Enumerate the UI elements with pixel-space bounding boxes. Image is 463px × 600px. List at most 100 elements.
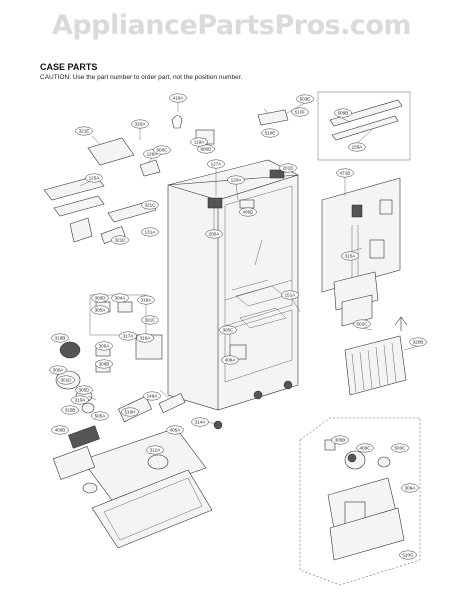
callout-bubble: 300A bbox=[49, 365, 67, 375]
callout-bubble: 405A bbox=[166, 425, 184, 435]
callout-bubble: 320A bbox=[131, 119, 149, 129]
condenser-coil bbox=[344, 316, 408, 396]
callout-label: 201D bbox=[283, 166, 295, 171]
callout-label: 310A bbox=[75, 398, 87, 403]
callout-bubble: 309A bbox=[401, 483, 419, 493]
callout-label: 406B bbox=[55, 428, 66, 433]
callout-bubble: 316A bbox=[136, 333, 154, 343]
callout-bubble: 502C bbox=[353, 319, 371, 329]
callout-label: 131A bbox=[145, 230, 157, 235]
callout-label: 120A bbox=[231, 178, 243, 183]
callout-label: 471B bbox=[340, 171, 351, 176]
callout-label: 405A bbox=[170, 428, 182, 433]
callout-label: 300D bbox=[95, 296, 107, 301]
callout-label: 321C bbox=[145, 203, 157, 208]
callout-label: 318B bbox=[55, 336, 66, 341]
callout-label: 315A bbox=[345, 254, 357, 259]
callout-label: 321D bbox=[115, 238, 127, 243]
callout-label: 149A bbox=[147, 394, 159, 399]
callout-label: 305D bbox=[79, 388, 91, 393]
callout-label: 156A bbox=[352, 145, 364, 150]
callout-label: 419A bbox=[173, 96, 185, 101]
callout-label: 301D bbox=[61, 378, 73, 383]
top-bracket bbox=[269, 169, 285, 179]
callout-bubble: 156A bbox=[348, 142, 366, 152]
callout-label: 306B bbox=[99, 362, 110, 367]
callout-bubble: 149A bbox=[143, 391, 161, 401]
callout-bubble: 200A bbox=[205, 229, 223, 239]
callout-label: 320A bbox=[135, 122, 147, 127]
callout-label: 509B bbox=[338, 111, 349, 116]
callout-bubble: 510F bbox=[291, 107, 309, 117]
callout-bubble: 318B bbox=[51, 333, 69, 343]
callout-bubble: 419A bbox=[169, 93, 187, 103]
callout-bubble: 305D bbox=[75, 385, 93, 395]
callout-bubble: 304A bbox=[111, 293, 129, 303]
callout-bubble: 320B bbox=[409, 337, 427, 347]
callout-label: 406C bbox=[360, 446, 372, 451]
callout-bubble: 406C bbox=[356, 443, 374, 453]
callout-label: 510H bbox=[125, 410, 136, 415]
callout-label: 315B bbox=[65, 408, 76, 413]
callout-label: 600D bbox=[201, 147, 213, 152]
callout-label: 306A bbox=[99, 344, 111, 349]
callout-bubble: 317A bbox=[119, 331, 137, 341]
callout-bubble: 321C bbox=[141, 200, 159, 210]
caution-note: CAUTION: Use the part number to order pa… bbox=[40, 74, 243, 81]
callout-bubble: 127A bbox=[207, 159, 225, 169]
callout-label: 312A bbox=[150, 448, 162, 453]
callout-label: 200A bbox=[209, 232, 221, 237]
callout-label: 316A bbox=[140, 336, 152, 341]
callout-bubble: 315B bbox=[61, 405, 79, 415]
callout-label: 304A bbox=[115, 296, 127, 301]
callout-bubble: 321E bbox=[75, 126, 93, 136]
callout-label: 510F bbox=[295, 110, 306, 115]
callout-label: 305C bbox=[223, 328, 235, 333]
callout-bubble: 505A bbox=[91, 411, 109, 421]
leveling-foot bbox=[283, 380, 293, 390]
callout-label: 125A bbox=[89, 176, 101, 181]
callout-label: 409A bbox=[225, 358, 237, 363]
callout-bubble: 125A bbox=[85, 173, 103, 183]
callout-label: 502C bbox=[357, 322, 369, 327]
callout-bubble: 301C bbox=[141, 315, 159, 325]
callout-bubble: 600C bbox=[153, 145, 171, 155]
callout-bubble: 306B bbox=[95, 359, 113, 369]
callout-bubble: 306A bbox=[95, 341, 113, 351]
callout-bubble: 310A bbox=[71, 395, 89, 405]
callout-bubble: 318A bbox=[137, 295, 155, 305]
callout-label: 505A bbox=[95, 414, 107, 419]
callout-label: 321E bbox=[79, 129, 90, 134]
callout-bubble: 151A bbox=[281, 290, 299, 300]
leveling-foot bbox=[213, 420, 223, 430]
callout-bubble: 406D bbox=[239, 207, 257, 217]
callout-label: 503C bbox=[395, 446, 407, 451]
callout-bubble: 312A bbox=[146, 445, 164, 455]
callout-label: 300A bbox=[53, 368, 65, 373]
leveling-foot bbox=[253, 390, 263, 400]
callout-bubble: 305B bbox=[331, 435, 349, 445]
callout-label: 127A bbox=[211, 162, 223, 167]
callout-bubble: 305A bbox=[91, 305, 109, 315]
callout-label: 314A bbox=[195, 420, 207, 425]
callout-label: 305A bbox=[95, 308, 107, 313]
callout-bubble: 300D bbox=[91, 293, 109, 303]
rear-cover-panel bbox=[321, 177, 401, 327]
callout-label: 406D bbox=[243, 210, 255, 215]
callout-bubble: 503C bbox=[391, 443, 409, 453]
callout-bubble: 131A bbox=[141, 227, 159, 237]
callout-bubble: 301D bbox=[57, 375, 75, 385]
callout-label: 309A bbox=[405, 486, 417, 491]
hinge-bracket bbox=[207, 197, 223, 209]
callout-bubble: 510H bbox=[121, 407, 139, 417]
callout-bubble: 305C bbox=[219, 325, 237, 335]
callout-label: 320B bbox=[413, 340, 424, 345]
cabinet-body bbox=[167, 159, 299, 430]
callout-label: 510G bbox=[402, 553, 414, 558]
callout-bubble: 510G bbox=[399, 550, 417, 560]
callout-label: 503E bbox=[300, 97, 311, 102]
callout-bubble: 201D bbox=[279, 163, 297, 173]
